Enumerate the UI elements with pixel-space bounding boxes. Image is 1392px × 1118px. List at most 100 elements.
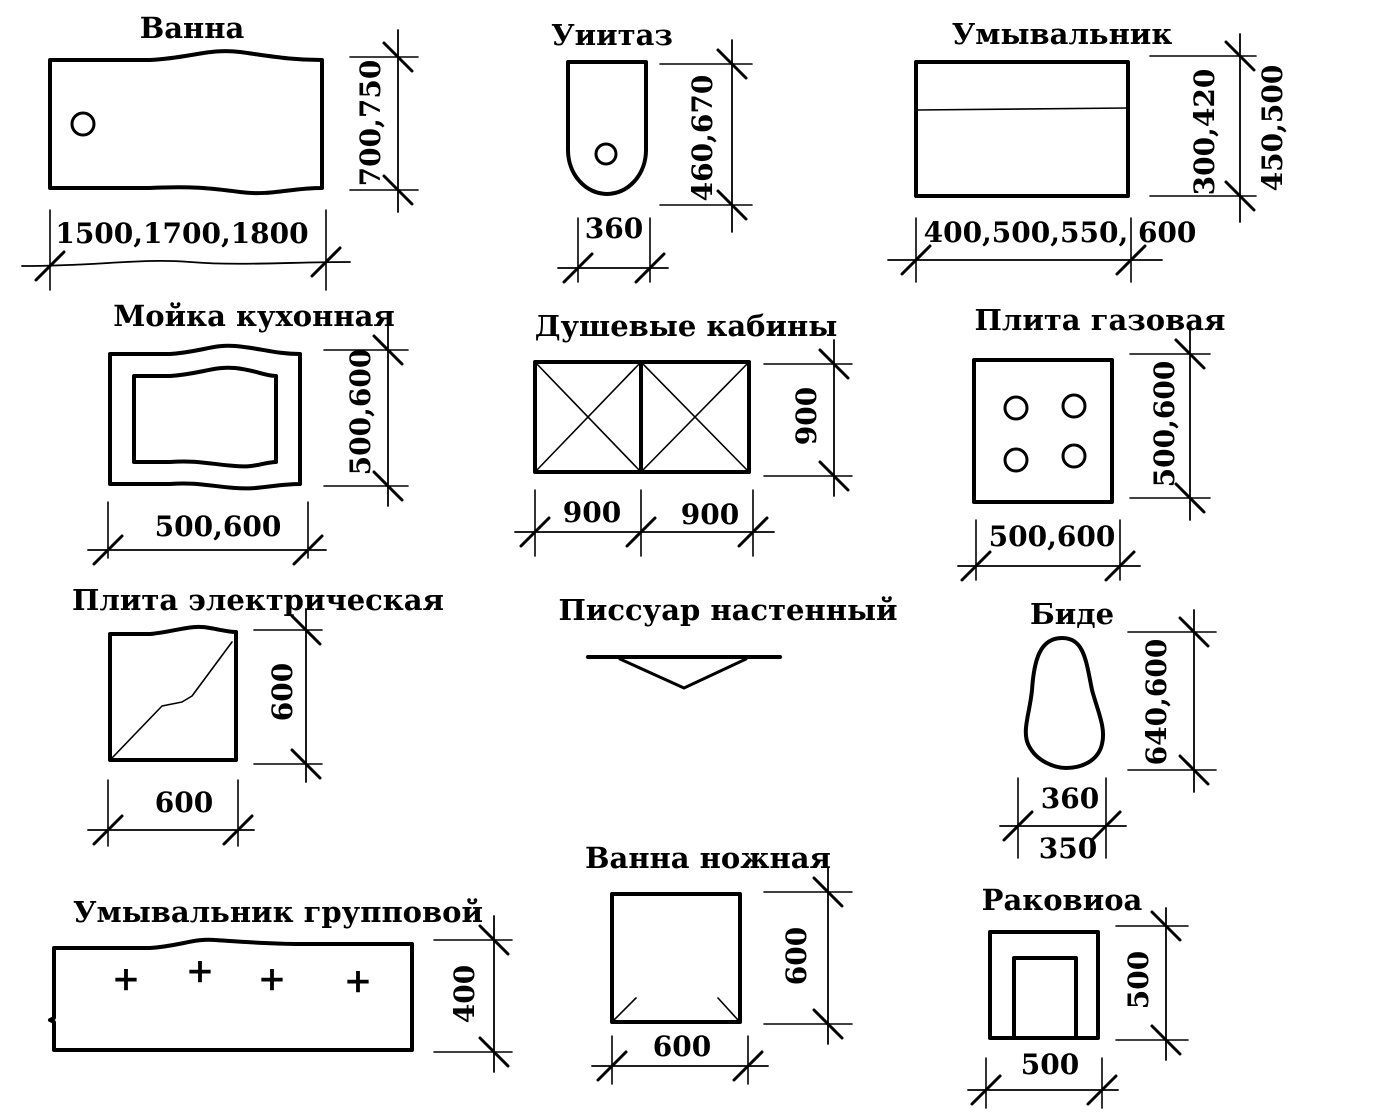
sink-outline — [988, 930, 1100, 1040]
tap-icon: + — [112, 959, 141, 999]
foot-bath-corner-line — [717, 997, 739, 1021]
foot-bath-outline — [610, 892, 742, 1024]
electric-stove-depth-dimension — [253, 609, 323, 783]
wall-urinal: Писсуар настенный — [558, 593, 898, 690]
bidet-depth-dimension — [1127, 609, 1217, 793]
toilet-width-label: 360 — [585, 212, 643, 245]
foot-bath-depth-label: 600 — [780, 927, 813, 985]
gas-stove-outline — [972, 358, 1114, 504]
toilet-depth-dimension — [659, 39, 753, 233]
electric-stove-width-label: 600 — [155, 786, 213, 819]
drain-icon — [594, 142, 618, 166]
bathtub-width-dimension — [21, 209, 351, 291]
electric-stove-title: Плита электрическая — [72, 583, 444, 617]
sink-width-label: 500 — [1021, 1048, 1079, 1081]
bathtub-depth-dimension — [349, 29, 419, 213]
sink-depth-dimension — [1115, 907, 1189, 1061]
toilet-depth-label: 460,670 — [686, 75, 719, 202]
gas-stove-width-label: 500,600 — [989, 520, 1116, 553]
electric-stove: Плита электрическая 600 600 — [72, 583, 444, 847]
foot-bath-corner-line — [613, 997, 637, 1021]
tap-icon: + — [258, 959, 287, 999]
shower-cross-line — [640, 361, 750, 473]
electric-stove-hotplate-line — [111, 641, 233, 759]
burner-icon — [1061, 443, 1087, 469]
washbasin-depth-dimension — [1149, 33, 1257, 223]
kitchen-sink-basin — [132, 365, 278, 469]
foot-bath-width-label: 600 — [653, 1030, 711, 1063]
gas-stove: Плита газовая 500,600 500,600 — [957, 303, 1226, 582]
group-washbasin-title: Умывальник групповой — [73, 895, 483, 929]
sink: Раковиоа 500 500 — [967, 883, 1189, 1109]
sink-title: Раковиоа — [982, 883, 1143, 917]
kitchen-sink-width-label: 500,600 — [155, 510, 282, 543]
group-washbasin: Умывальник групповой + + + + 400 — [48, 895, 513, 1073]
shower-depth-dimension — [763, 339, 853, 497]
washbasin-title: Умывальник — [952, 17, 1173, 51]
sink-width-dimension — [967, 1057, 1119, 1109]
burner-icon — [1003, 395, 1029, 421]
sink-basin — [1012, 956, 1078, 1040]
bathtub-title: Ванна — [140, 11, 245, 45]
bathtub-depth-label: 700,750 — [354, 60, 387, 187]
group-washbasin-depth-dimension — [433, 915, 513, 1073]
shower-width-dimension — [514, 489, 775, 557]
kitchen-sink-depth-dimension — [323, 325, 409, 507]
washbasin-width-label: 400,500,550, 600 — [924, 216, 1197, 249]
kitchen-sink-width-dimension — [87, 501, 327, 566]
group-washbasin-outline — [48, 937, 414, 1052]
washbasin-width-dimension — [887, 217, 1163, 283]
sink-depth-label: 500 — [1122, 951, 1155, 1009]
gas-stove-title: Плита газовая — [975, 303, 1226, 337]
bidet-depth-label: 640,600 — [1140, 639, 1173, 766]
group-washbasin-depth-label: 400 — [448, 965, 481, 1023]
tap-icon: + — [344, 961, 373, 1001]
bathtub: Ванна 1500,1700,1800 700,750 — [21, 11, 419, 291]
bathtub-outline — [48, 49, 324, 196]
electric-stove-outline — [108, 624, 238, 762]
bidet-width-bottom-label: 350 — [1039, 832, 1097, 865]
kitchen-sink: Мойка кухонная 500,600 500,600 — [87, 299, 409, 566]
bidet-width-top-label: 360 — [1041, 782, 1099, 815]
bathtub-width-label: 1500,1700,1800 — [55, 217, 308, 250]
shower-cabins: Душевые кабины 900 900 900 — [514, 309, 853, 557]
foot-bath: Ванна ножная 600 600 — [585, 841, 853, 1085]
washbasin-outline — [914, 60, 1130, 198]
shower-width-left-label: 900 — [563, 496, 621, 529]
kitchen-sink-outline — [108, 343, 302, 491]
bidet: Биде 360 350 640,600 — [999, 597, 1217, 865]
washbasin-inner-depth-label: 300,420 — [1188, 69, 1221, 196]
urinal-bowl — [618, 657, 748, 690]
shower-cabin-right — [639, 360, 751, 474]
foot-bath-title: Ванна ножная — [585, 841, 831, 875]
kitchen-sink-title: Мойка кухонная — [113, 299, 395, 333]
kitchen-sink-depth-label: 500,600 — [344, 349, 377, 476]
bidet-width-dimension — [999, 777, 1127, 859]
washbasin-back-edge — [915, 107, 1129, 111]
electric-stove-depth-label: 600 — [266, 663, 299, 721]
shower-cross-line — [534, 361, 642, 473]
gas-stove-width-dimension — [957, 519, 1141, 582]
toilet: Уиитаз 360 460,670 — [551, 18, 753, 284]
bidet-outline — [1023, 636, 1105, 770]
electric-stove-width-dimension — [87, 779, 255, 847]
toilet-width-dimension — [557, 217, 669, 284]
shower-width-right-label: 900 — [681, 498, 739, 531]
burner-icon — [1061, 393, 1087, 419]
shower-cabins-title: Душевые кабины — [535, 309, 838, 343]
drain-icon — [70, 111, 96, 137]
foot-bath-width-dimension — [591, 1035, 769, 1085]
gas-stove-depth-label: 500,600 — [1148, 361, 1181, 488]
tap-icon: + — [186, 951, 215, 991]
toilet-bowl-outline — [566, 60, 648, 196]
foot-bath-depth-dimension — [763, 867, 853, 1045]
shower-depth-label: 900 — [790, 387, 823, 445]
burner-icon — [1003, 447, 1029, 473]
gas-stove-depth-dimension — [1129, 329, 1211, 521]
toilet-title: Уиитаз — [551, 18, 673, 52]
washbasin: Умывальник 400,500,550, 600 300,420 450,… — [887, 17, 1289, 283]
washbasin-outer-depth-label: 450,500 — [1256, 65, 1289, 192]
bidet-title: Биде — [1030, 597, 1114, 631]
wall-urinal-title: Писсуар настенный — [558, 593, 897, 627]
